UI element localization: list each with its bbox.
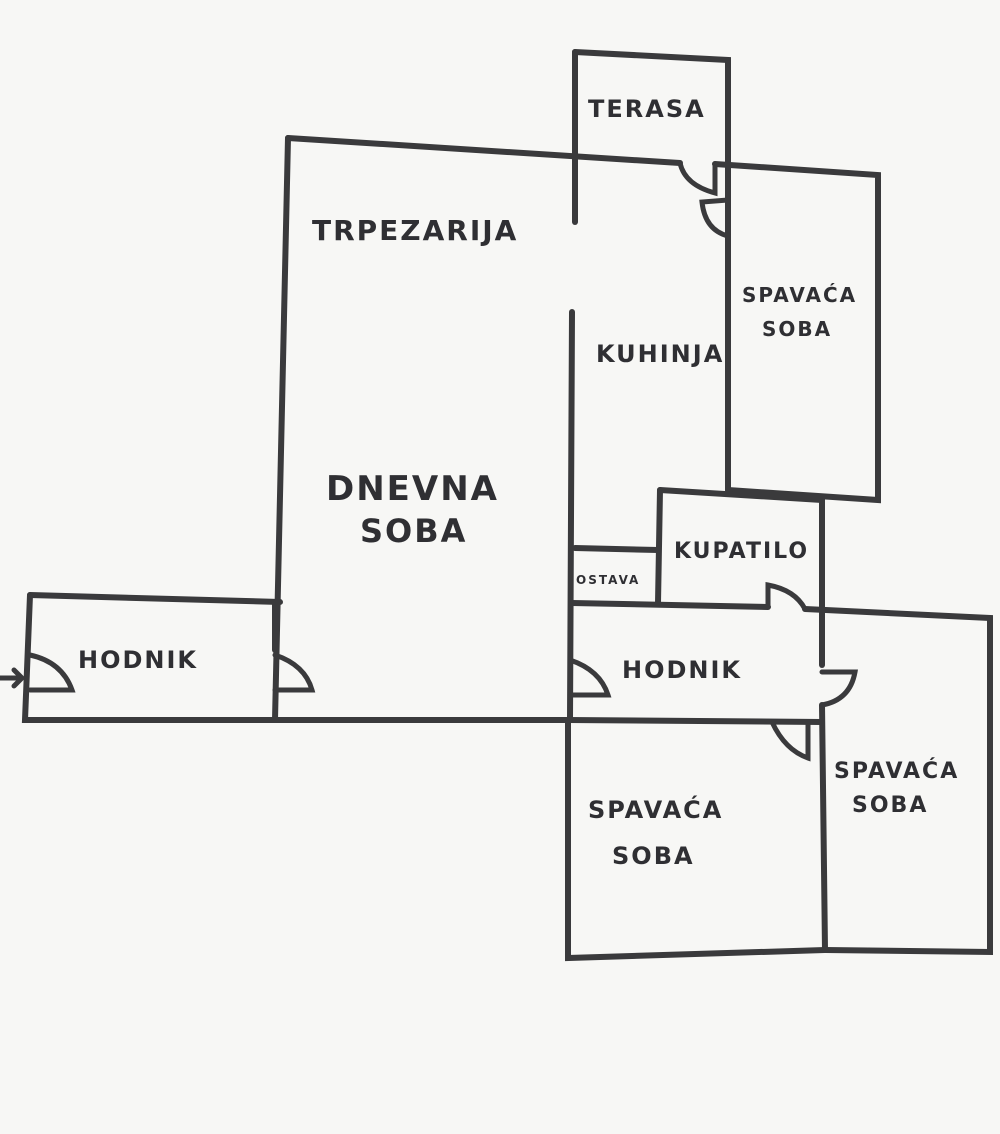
label-spavaca-bottom-1: SPAVAĆA xyxy=(588,794,723,824)
label-kupatilo: KUPATILO xyxy=(674,539,809,564)
door-spavaca-top xyxy=(699,197,731,239)
doors xyxy=(0,160,858,762)
walls xyxy=(21,49,993,962)
door-entrance xyxy=(27,652,76,693)
label-terasa: TERASA xyxy=(588,95,706,123)
label-spavaca-right-1: SPAVAĆA xyxy=(834,758,959,784)
door-dnevna xyxy=(272,652,316,693)
label-dnevna-2: SOBA xyxy=(360,512,467,550)
room-labels: TERASA TRPEZARIJA KUHINJA SPAVAĆA SOBA D… xyxy=(78,95,959,870)
label-dnevna-1: DNEVNA xyxy=(326,469,499,509)
door-kupatilo xyxy=(765,581,808,612)
door-terasa xyxy=(677,160,718,197)
label-spavaca-top-2: SOBA xyxy=(762,317,832,341)
door-hodnik-left xyxy=(567,657,612,698)
door-spavaca-right xyxy=(819,669,858,708)
label-trpezarija: TRPEZARIJA xyxy=(312,214,518,247)
label-hodnik-left: HODNIK xyxy=(78,646,198,674)
label-ostava: OSTAVA xyxy=(576,573,640,587)
door-spavaca-bottom xyxy=(769,719,811,762)
arrow-right-icon xyxy=(0,667,26,689)
label-kuhinja: KUHINJA xyxy=(596,340,724,368)
label-spavaca-bottom-2: SOBA xyxy=(612,842,695,870)
label-spavaca-right-2: SOBA xyxy=(852,793,928,818)
label-spavaca-top-1: SPAVAĆA xyxy=(742,283,857,307)
label-hodnik-mid: HODNIK xyxy=(622,656,742,684)
